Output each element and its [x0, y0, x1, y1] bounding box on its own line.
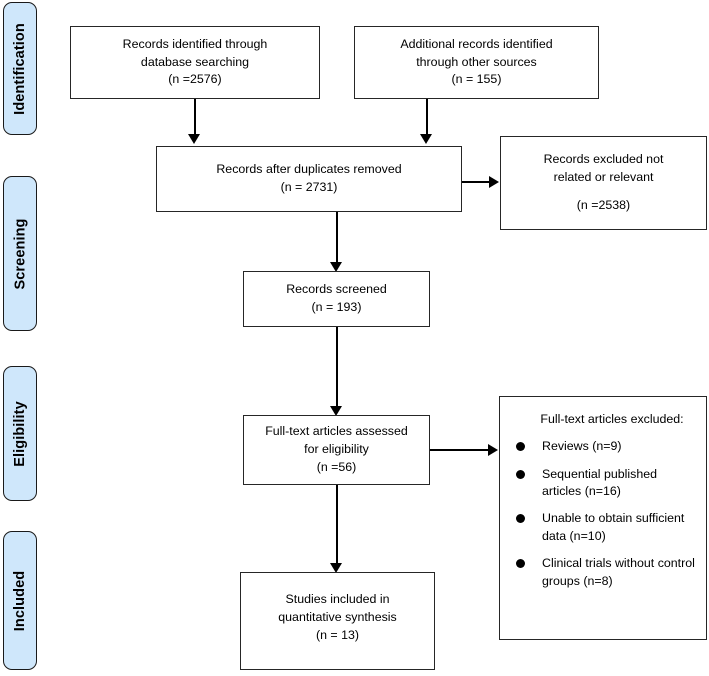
fulltext-excluded-title: Full-text articles excluded: [540, 412, 684, 426]
list-item: Unable to obtain sufficient data (n=10) [510, 510, 698, 545]
box-line: Records screened [286, 282, 387, 297]
box-line: (n = 155) [451, 72, 502, 87]
stage-label-identification: Identification [12, 22, 28, 115]
arrowhead-other-to-duplicates [420, 134, 432, 144]
list-item: Reviews (n=9) [510, 438, 698, 455]
connector-fulltext-to-excluded [430, 449, 489, 452]
stage-tab-included: Included [3, 531, 37, 670]
connector-other-to-duplicates [426, 99, 429, 136]
list-item: Clinical trials without control groups (… [510, 555, 698, 590]
bullet-icon [516, 514, 525, 524]
box-line: (n = 13) [315, 627, 360, 642]
box-line: database searching [140, 54, 250, 69]
stage-label-screening: Screening [12, 217, 29, 290]
arrowhead-fulltext-to-included [330, 563, 342, 573]
box-records-excluded: Records excluded not related or relevant… [500, 136, 707, 230]
box-records-after-duplicates-removed: Records after duplicates removed (n = 27… [156, 146, 462, 212]
connector-screened-to-fulltext [336, 327, 339, 409]
list-item-text: Sequential published articles (n=16) [542, 466, 698, 501]
box-records-identified-database: Records identified through database sear… [70, 26, 320, 99]
bullet-icon [516, 469, 525, 479]
box-line: quantitative synthesis [278, 609, 397, 624]
stage-label-included: Included [12, 570, 29, 631]
stage-tab-identification: Identification [3, 2, 37, 135]
arrowhead-db-to-duplicates [188, 134, 200, 144]
box-fulltext-articles-excluded: Full-text articles excluded: Reviews (n=… [499, 396, 707, 640]
box-studies-included: Studies included in quantitative synthes… [240, 572, 435, 670]
bullet-icon [516, 442, 525, 452]
bullet-icon [516, 559, 525, 569]
connector-duplicates-to-excluded [462, 181, 490, 184]
list-item-line: Sequential published [542, 466, 658, 481]
box-line: (n =56) [316, 459, 357, 474]
box-line: Additional records identified [400, 36, 553, 51]
box-line: through other sources [416, 54, 537, 69]
connector-fulltext-to-included [336, 485, 339, 567]
list-item-line: Reviews (n=9) [542, 439, 622, 454]
list-item-line: articles (n=16) [542, 484, 621, 499]
box-line: (n = 193) [311, 300, 362, 314]
box-additional-records-other-sources: Additional records identified through ot… [354, 26, 599, 99]
list-item-line: Unable to obtain [542, 511, 633, 526]
list-item-text: Reviews (n=9) [542, 438, 698, 455]
box-line: related or relevant [553, 170, 654, 184]
arrowhead-duplicates-to-screened [330, 262, 342, 272]
box-fulltext-articles-assessed: Full-text articles assessed for eligibil… [243, 415, 430, 485]
connector-db-to-duplicates [194, 99, 197, 136]
box-line: Studies included in [285, 592, 390, 606]
box-line: (n =2538) [576, 197, 631, 212]
box-line: Records after duplicates removed [216, 162, 402, 177]
list-item-text: Clinical trials without control groups (… [542, 555, 698, 590]
box-line: (n =2576) [168, 72, 222, 87]
box-line: Full-text articles assessed [265, 424, 408, 439]
arrowhead-fulltext-to-excluded [488, 444, 498, 456]
stage-tab-screening: Screening [3, 176, 37, 331]
arrowhead-duplicates-to-excluded [489, 176, 499, 188]
box-line: for eligibility [304, 442, 369, 456]
list-item-line: Clinical trials without [542, 556, 655, 571]
list-item-text: Unable to obtain sufficient data (n=10) [542, 510, 698, 545]
stage-tab-eligibility: Eligibility [3, 366, 37, 501]
box-records-screened: Records screened (n = 193) [243, 271, 430, 327]
stage-label-eligibility: Eligibility [12, 400, 28, 467]
box-line: (n = 2731) [280, 180, 338, 194]
list-item-line: sufficient data (n=10) [542, 511, 685, 543]
box-line: Records identified through [122, 36, 268, 51]
arrowhead-screened-to-fulltext [330, 406, 342, 416]
connector-duplicates-to-screened [336, 212, 339, 264]
list-item-line: control groups (n=8) [542, 556, 695, 588]
list-item: Sequential published articles (n=16) [510, 466, 698, 501]
box-line: Records excluded not [543, 152, 664, 167]
